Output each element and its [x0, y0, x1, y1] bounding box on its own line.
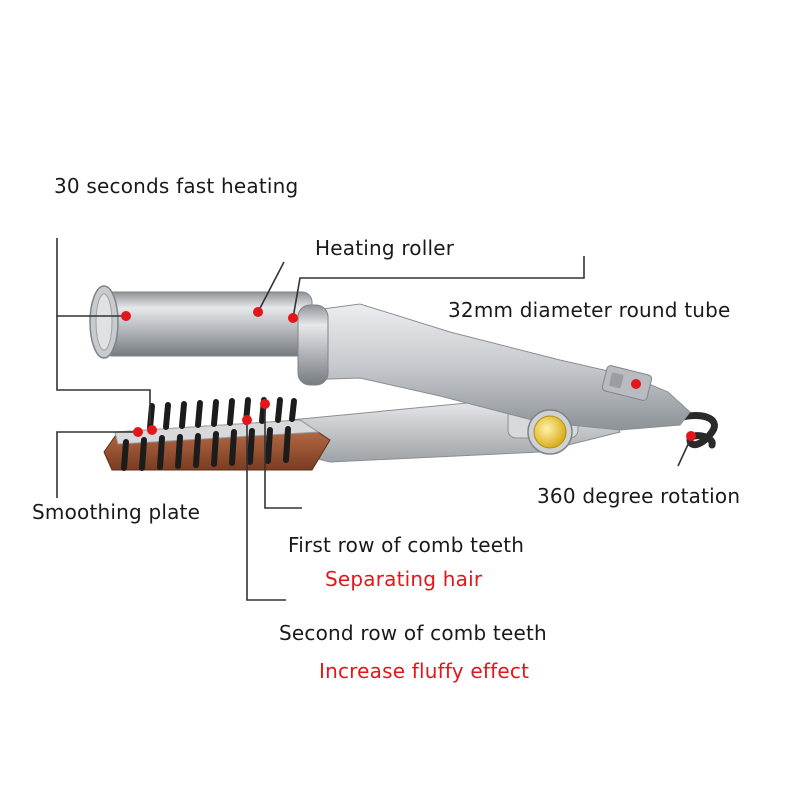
dot-tube: [288, 313, 298, 323]
second-row-bristles: [121, 426, 291, 471]
label-rotation: 360 degree rotation: [537, 484, 741, 508]
label-first-row: First row of comb teeth: [288, 533, 525, 557]
label-smoothing-plate: Smoothing plate: [32, 500, 201, 524]
leader-tube: [292, 256, 585, 319]
callout-dots: [121, 307, 696, 441]
leader-smoothing-lower: [56, 431, 138, 498]
dot-heating-roller: [253, 307, 263, 317]
leader-first-row: [264, 406, 302, 509]
note-second-row: Increase fluffy effect: [319, 659, 530, 683]
rotation-button-face: [533, 415, 567, 449]
dot-control: [631, 379, 641, 389]
handle-body: [299, 303, 691, 431]
label-second-row: Second row of comb teeth: [279, 621, 547, 645]
leader-lines: [56, 238, 692, 601]
label-fast-heating: 30 seconds fast heating: [54, 174, 299, 198]
dot-fast-heating: [121, 311, 131, 321]
control-switch: [609, 372, 624, 389]
dot-first-row: [260, 399, 270, 409]
hair-styler-device: [89, 285, 718, 471]
dot-rotation: [686, 431, 696, 441]
label-tube: 32mm diameter round tube: [448, 298, 731, 322]
leader-smoothing-upper: [56, 316, 151, 424]
leader-second-row: [246, 420, 286, 601]
label-heating-roller: Heating roller: [315, 236, 455, 260]
leader-heating-roller: [257, 261, 285, 313]
power-cord: [668, 412, 718, 449]
leader-rotation: [677, 437, 692, 467]
dot-smoothing-a: [133, 427, 143, 437]
dot-smoothing-b: [147, 425, 157, 435]
first-row-bristles: [147, 397, 297, 431]
tube-end-inner: [95, 293, 113, 351]
collar-ring: [297, 304, 329, 386]
dot-second-row: [242, 415, 252, 425]
note-first-row: Separating hair: [325, 567, 483, 591]
heating-tube: [101, 291, 313, 357]
